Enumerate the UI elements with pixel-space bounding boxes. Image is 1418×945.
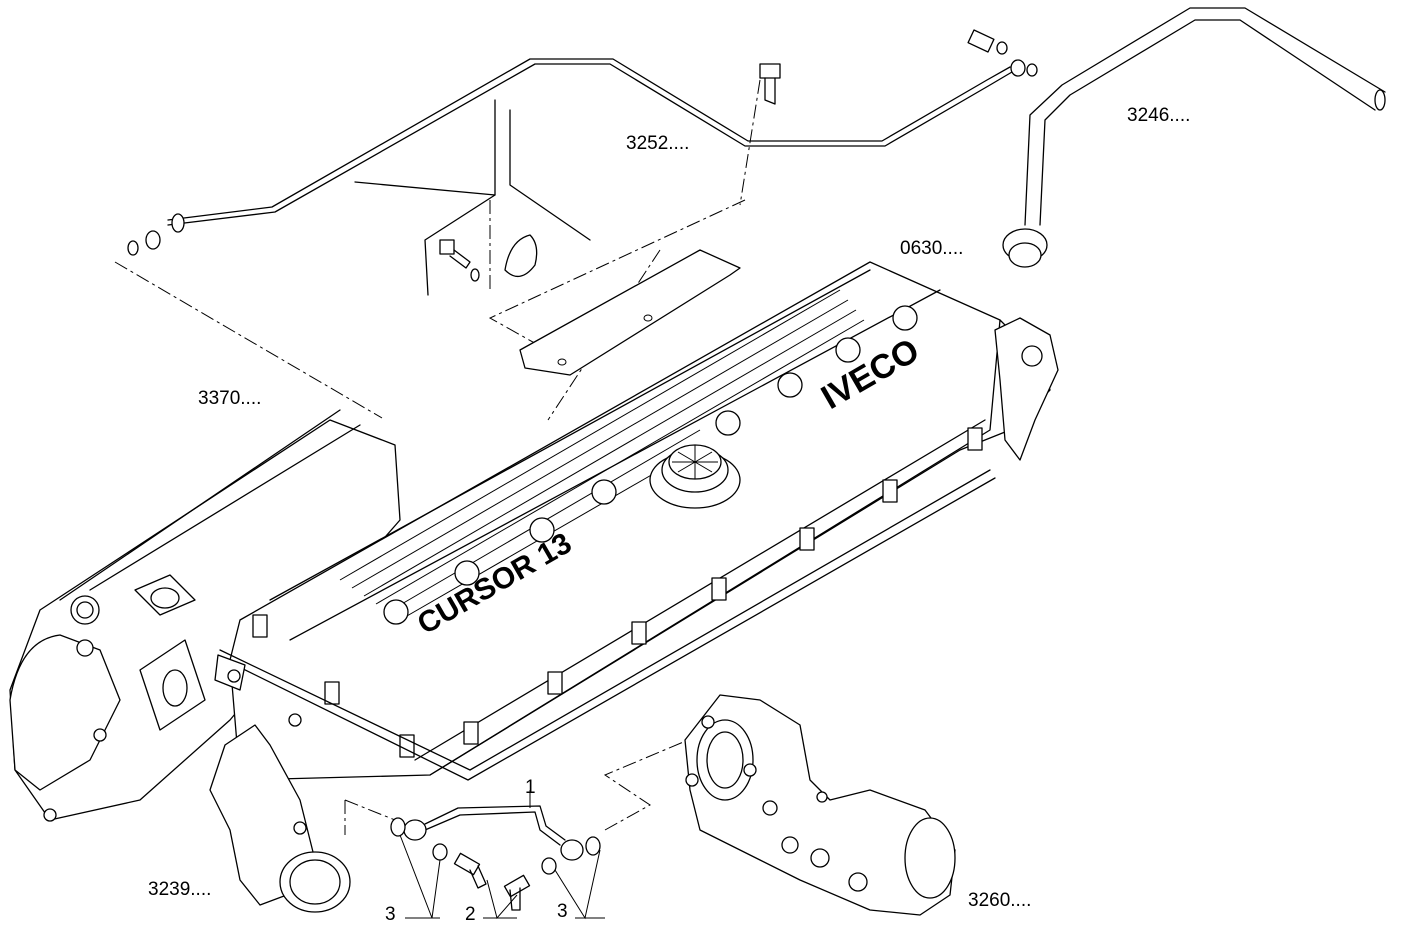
valve-cover: IVECO CURSOR 13: [229, 261, 1059, 781]
label-3260: 3260....: [968, 890, 1031, 911]
label-3239: 3239....: [148, 879, 211, 900]
label-2: 2: [465, 904, 476, 925]
label-1: 1: [525, 777, 536, 798]
pipe-end-fitting-right: [967, 29, 1038, 77]
label-3-left: 3: [385, 904, 396, 925]
upper-pipe: [127, 29, 1038, 256]
oil-pipe-assembly: [390, 790, 605, 920]
label-3246: 3246....: [1127, 105, 1190, 126]
label-3-right: 3: [557, 901, 568, 922]
callout-labels: 3252.... 3246.... 0630.... 3370.... 3239…: [148, 105, 1190, 925]
breather-pipe: [1002, 7, 1386, 268]
pipe-end-fitting-left: [127, 213, 185, 256]
banjo-bolt-1: [453, 852, 487, 889]
label-0630: 0630....: [900, 238, 963, 259]
label-3370: 3370....: [198, 388, 261, 409]
cover-bolts: [252, 427, 983, 758]
elbow-fitting: [209, 654, 351, 913]
support-bracket: [684, 694, 956, 916]
bracket-plate: [519, 249, 741, 376]
bolt-top: [759, 63, 781, 105]
mounting-bracket-detail: [354, 99, 591, 296]
cylinder-head: [9, 409, 401, 822]
cover-gasket: [219, 469, 991, 771]
oil-filler-cap: [649, 444, 741, 509]
label-3252: 3252....: [626, 133, 689, 154]
banjo-bolt-2: [503, 874, 531, 911]
